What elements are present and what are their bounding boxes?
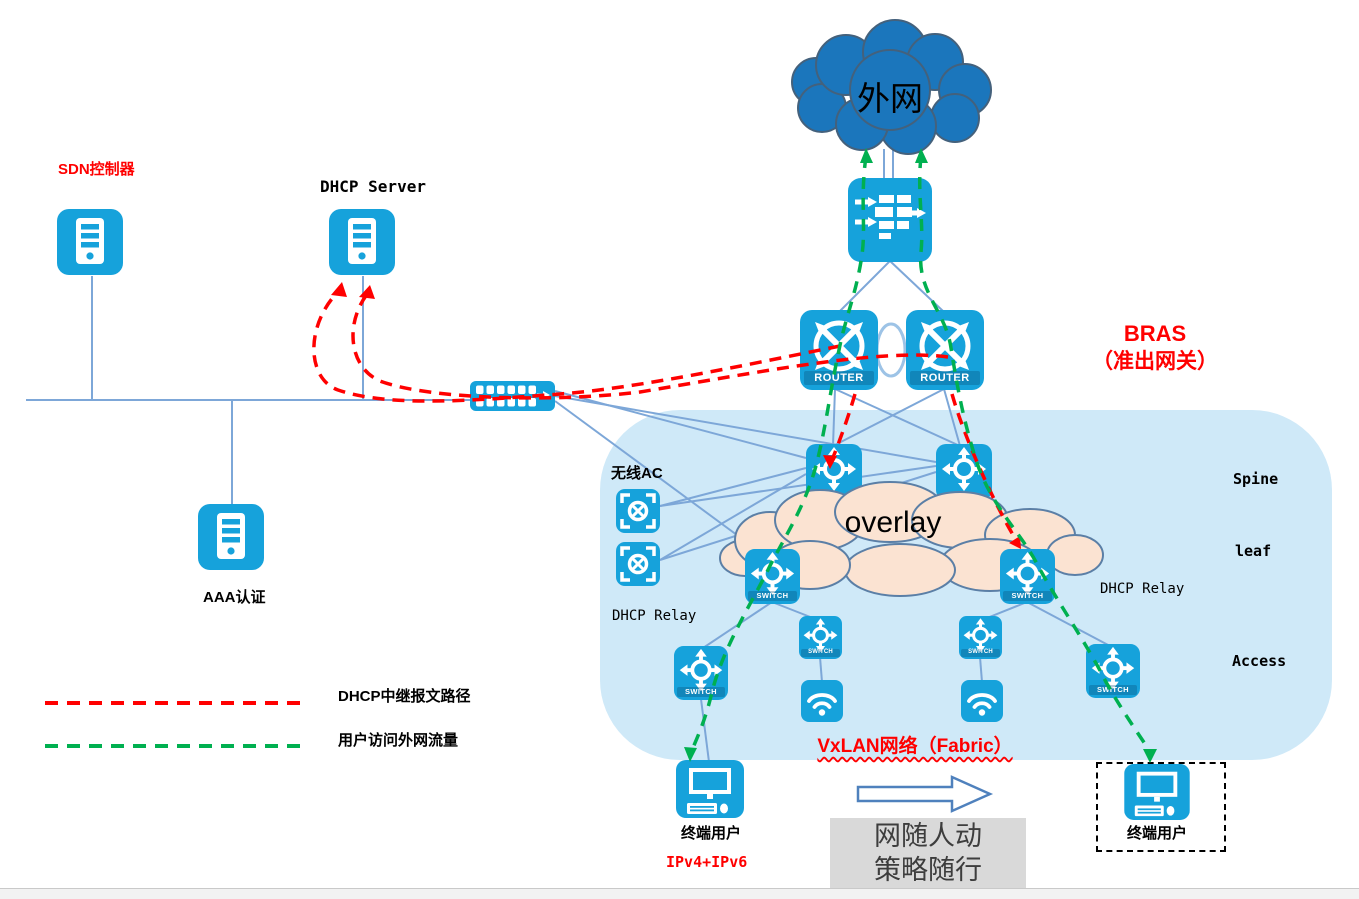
- router-left-icon: ROUTER: [800, 310, 878, 390]
- sdn-controller-label: SDN控制器: [58, 161, 135, 178]
- firewall-icon: [848, 178, 932, 262]
- right-block-arrow-icon: [856, 775, 994, 813]
- dhcp-relay-left-label: DHCP Relay: [612, 608, 697, 624]
- router-left-label: ROUTER: [803, 370, 875, 385]
- external-cloud-label: 外网: [857, 80, 923, 117]
- window-bottom-strip: [0, 888, 1359, 899]
- leaf-switch-left-label: SWITCH: [747, 591, 798, 601]
- leaf-switch-right-icon: SWITCH: [1000, 549, 1055, 604]
- spine-switch-right-icon: [936, 444, 992, 500]
- vxlan-fabric-label: VxLAN网络（Fabric）: [817, 736, 1013, 757]
- leaf-switch-right-label: SWITCH: [1002, 591, 1053, 601]
- dhcp-server-label: DHCP Server: [320, 177, 426, 196]
- router-pair-ellipse: [875, 322, 907, 378]
- dhcp-relay-right-label: DHCP Relay: [1100, 581, 1185, 597]
- terminal-user-right-icon: [1124, 764, 1190, 820]
- core-port-switch-icon: [470, 381, 555, 411]
- access-layer-label: Access: [1232, 652, 1287, 670]
- policy-line2: 策略随行: [874, 855, 982, 885]
- policy-line1: 网随人动: [874, 821, 982, 851]
- sdn-controller-server-icon: [57, 209, 123, 275]
- spine-layer-label: Spine: [1233, 470, 1279, 488]
- access-switch-right-icon: SWITCH: [1086, 644, 1140, 698]
- bras-line2: （准出网关）: [1092, 350, 1218, 373]
- access-switch-mid-right-label: SWITCH: [961, 649, 1000, 657]
- dhcp-server-icon: [329, 209, 395, 275]
- access-switch-left-icon: SWITCH: [674, 646, 728, 700]
- bras-label: BRAS （准出网关）: [1040, 320, 1270, 376]
- wifi-ap-right-icon: [961, 680, 1003, 722]
- terminal-user-left-icon: [676, 760, 744, 818]
- policy-slogan-box: 网随人动 策略随行: [830, 818, 1026, 888]
- access-switch-mid-left-icon: SWITCH: [799, 616, 842, 659]
- aaa-auth-label: AAA认证: [203, 589, 266, 606]
- roaming-user-dashed-box: [1096, 762, 1226, 852]
- legend-green-label: 用户访问外网流量: [338, 732, 459, 749]
- access-switch-left-label: SWITCH: [676, 687, 726, 697]
- ip-stack-label: IPv4+IPv6: [666, 853, 748, 871]
- wireless-ac-icon-1: [616, 489, 660, 533]
- access-switch-mid-right-icon: SWITCH: [959, 616, 1002, 659]
- spine-switch-left-icon: [806, 444, 862, 500]
- leaf-layer-label: leaf: [1235, 542, 1272, 560]
- bras-line1: BRAS: [1123, 321, 1187, 346]
- aaa-server-icon: [198, 504, 264, 570]
- terminal-user-right-label: 终端用户: [1126, 825, 1187, 842]
- router-right-icon: ROUTER: [906, 310, 984, 390]
- overlay-cloud-label: overlay: [844, 506, 942, 539]
- legend-red-label: DHCP中继报文路径: [338, 688, 471, 705]
- leaf-switch-left-icon: SWITCH: [745, 549, 800, 604]
- router-right-label: ROUTER: [909, 370, 981, 385]
- wifi-ap-left-icon: [801, 680, 843, 722]
- wireless-ac-icon-2: [616, 542, 660, 586]
- access-switch-right-label: SWITCH: [1088, 685, 1138, 695]
- access-switch-mid-left-label: SWITCH: [801, 649, 840, 657]
- terminal-user-left-label: 终端用户: [680, 825, 741, 842]
- wireless-ac-label: 无线AC: [611, 465, 663, 482]
